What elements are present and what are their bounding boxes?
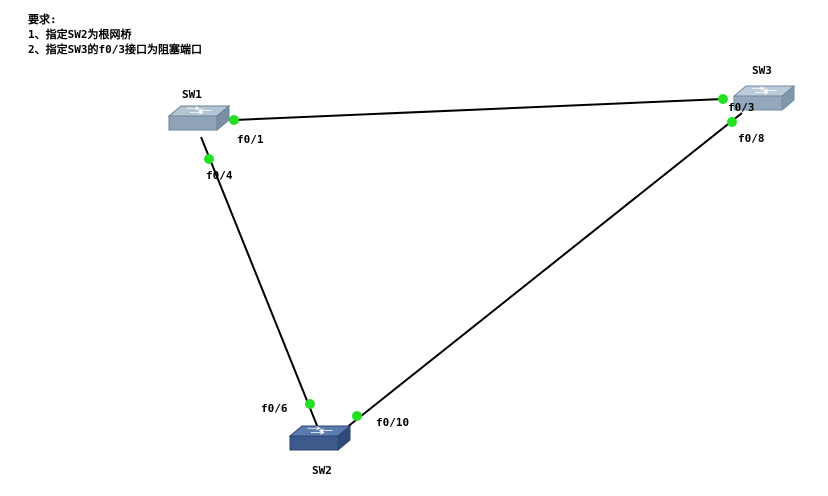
switch-sw2-front xyxy=(289,435,339,451)
port-dot-sw1-f0-1[interactable] xyxy=(229,115,239,125)
port-label-sw2-f0-10: f0/10 xyxy=(376,416,409,429)
requirements-text: 要求: 1、指定SW2为根网桥 2、指定SW3的f0/3接口为阻塞端口 xyxy=(28,12,202,57)
switch-sw2-label: SW2 xyxy=(312,464,332,477)
requirement-2: 2、指定SW3的f0/3接口为阻塞端口 xyxy=(28,43,202,56)
switch-sw2[interactable] xyxy=(288,424,352,452)
port-label-sw3-f0-8: f0/8 xyxy=(738,132,765,145)
port-dot-sw2-f0-6[interactable] xyxy=(305,399,315,409)
port-dot-sw3-f0-3[interactable] xyxy=(718,94,728,104)
link-sw1-sw2[interactable] xyxy=(200,136,319,429)
port-label-sw3-f0-3: f0/3 xyxy=(728,101,755,114)
switch-sw3-label: SW3 xyxy=(752,64,772,77)
switch-sw3-front xyxy=(733,95,783,111)
link-sw1-sw3[interactable] xyxy=(233,98,724,121)
port-dot-sw2-f0-10[interactable] xyxy=(352,411,362,421)
port-label-sw1-f0-1: f0/1 xyxy=(237,133,264,146)
switch-sw1[interactable] xyxy=(167,104,231,132)
port-dot-sw1-f0-4[interactable] xyxy=(204,154,214,164)
requirements-title: 要求: xyxy=(28,13,57,26)
port-label-sw1-f0-4: f0/4 xyxy=(206,169,233,182)
link-sw3-sw2[interactable] xyxy=(345,112,743,429)
port-dot-sw3-f0-8[interactable] xyxy=(727,117,737,127)
switch-sw3[interactable] xyxy=(732,84,796,112)
requirement-1: 1、指定SW2为根网桥 xyxy=(28,28,132,41)
switch-sw1-front xyxy=(168,115,218,131)
port-label-sw2-f0-6: f0/6 xyxy=(261,402,288,415)
switch-sw1-label: SW1 xyxy=(182,88,202,101)
